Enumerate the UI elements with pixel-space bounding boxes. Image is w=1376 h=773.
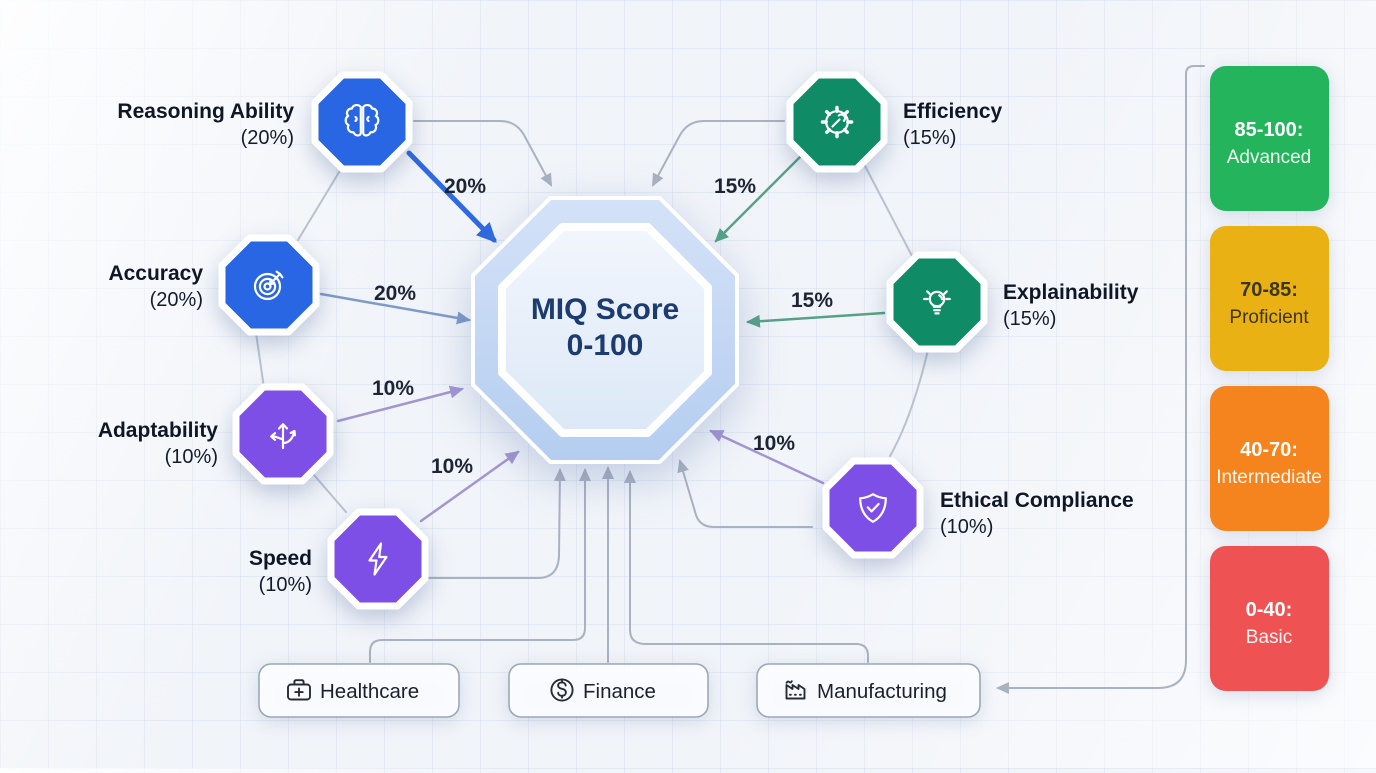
factor-label-ethical: Ethical Compliance — [940, 489, 1134, 512]
factor-weight-speed: (10%) — [259, 574, 312, 596]
weight-label-explainability: 15% — [791, 289, 833, 312]
factor-label-speed: Speed — [249, 547, 312, 570]
factor-weight-adaptability: (10%) — [165, 446, 218, 468]
weight-label-ethical: 10% — [753, 432, 795, 455]
center-title-line1: MIQ Score — [531, 293, 679, 326]
factor-node-adaptability — [236, 387, 330, 481]
factor-node-explainability — [890, 255, 984, 349]
industry-box-finance: Finance — [509, 664, 708, 717]
connector-speed-bottom — [428, 470, 560, 578]
legend-level: Advanced — [1227, 147, 1312, 168]
factor-label-adaptability: Adaptability — [98, 419, 218, 442]
factor-label-accuracy: Accuracy — [108, 262, 203, 285]
weight-label-accuracy: 20% — [374, 282, 416, 305]
industry-label-healthcare: Healthcare — [320, 680, 419, 703]
industry-box-healthcare: Healthcare — [259, 664, 459, 717]
legend-range: 70-85: — [1240, 279, 1298, 301]
factor-weight-accuracy: (20%) — [150, 289, 203, 311]
factor-node-ethical — [826, 461, 920, 555]
legend-range: 40-70: — [1240, 439, 1298, 461]
factor-weight-explainability: (15%) — [1003, 308, 1056, 330]
factor-weight-reasoning: (20%) — [241, 127, 294, 149]
legend-level: Intermediate — [1216, 467, 1322, 488]
arrow-explainability-weight — [748, 313, 884, 322]
factor-label-efficiency: Efficiency — [903, 100, 1003, 123]
legend-item-advanced: 85-100: Advanced — [1210, 66, 1329, 211]
legend-level: Basic — [1246, 627, 1292, 648]
node-octagon — [331, 512, 425, 606]
factor-label-reasoning: Reasoning Ability — [117, 100, 294, 123]
legend-level: Proficient — [1229, 307, 1309, 328]
connector-ethical-center-diagonal — [680, 461, 812, 527]
chain-efficiency-explainability — [864, 164, 912, 256]
industry-box-manufacturing: Manufacturing — [757, 664, 980, 717]
node-octagon — [890, 255, 984, 349]
legend-range: 0-40: — [1246, 599, 1293, 621]
legend-item-intermediate: 40-70: Intermediate — [1210, 386, 1329, 531]
legend-item-basic: 0-40: Basic — [1210, 546, 1329, 691]
factor-weight-ethical: (10%) — [940, 516, 993, 538]
chain-reasoning-accuracy — [298, 164, 344, 240]
factor-node-accuracy — [222, 238, 316, 332]
center-title-line2: 0-100 — [567, 329, 644, 362]
industry-label-finance: Finance — [583, 680, 656, 703]
arrow-efficiency-weight — [716, 156, 801, 241]
weight-label-adaptability: 10% — [372, 377, 414, 400]
legend-range: 85-100: — [1235, 119, 1304, 141]
chain-adaptability-speed — [314, 475, 346, 512]
chain-explainability-ethical — [890, 350, 928, 456]
weight-label-efficiency: 15% — [714, 175, 756, 198]
factor-node-speed — [331, 512, 425, 606]
factor-node-efficiency — [790, 75, 884, 169]
connector-legend-manufacturing — [998, 66, 1204, 688]
factor-label-explainability: Explainability — [1003, 281, 1139, 304]
miq-score-node: MIQ Score 0-100 — [473, 198, 737, 462]
legend-item-proficient: 70-85: Proficient — [1210, 226, 1329, 371]
factor-weight-efficiency: (15%) — [903, 127, 956, 149]
node-octagon — [315, 75, 409, 169]
node-octagon — [826, 461, 920, 555]
chain-accuracy-adaptability — [256, 333, 264, 388]
gear-wrench-icon — [822, 107, 851, 136]
weight-label-reasoning: 20% — [444, 175, 486, 198]
weight-label-speed: 10% — [431, 455, 473, 478]
factor-node-reasoning — [315, 75, 409, 169]
industry-label-manufacturing: Manufacturing — [817, 680, 947, 703]
score-legend: 85-100: Advanced 70-85: Proficient 40-70… — [1210, 66, 1329, 691]
industry-boxes: Healthcare Finance Manufacturing — [259, 664, 980, 717]
